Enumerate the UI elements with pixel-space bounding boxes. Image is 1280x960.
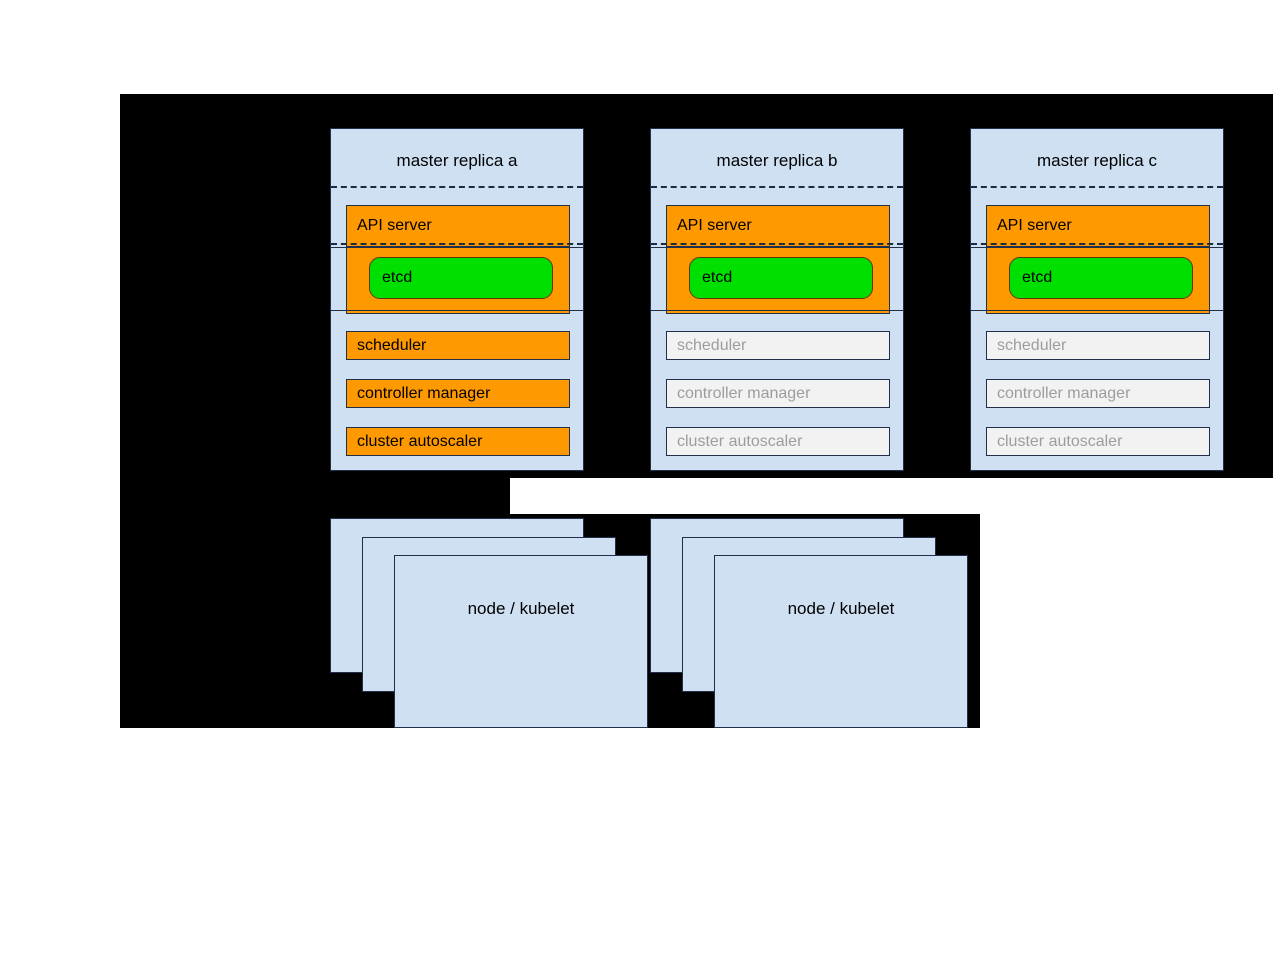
master-replica-a-etcd-host: etcd [346,247,570,314]
master-replica-a-controller-manager[interactable]: controller manager [346,379,570,408]
node-stack-1-layer-front[interactable]: node / kubelet [394,555,648,728]
replica-c-rule-lower [971,310,1223,311]
master-replica-c-title: master replica c [1037,151,1157,170]
node-stack-1-label: node / kubelet [467,599,575,618]
master-replica-b-etcd[interactable]: etcd [689,257,873,299]
master-replica-b-panel[interactable]: master replica b API server etcd schedul… [650,128,904,471]
master-replica-c-api-server[interactable]: API server [986,205,1210,247]
master-replica-a-cluster-autoscaler[interactable]: cluster autoscaler [346,427,570,456]
master-replica-a-api-server[interactable]: API server [346,205,570,247]
master-replica-b-etcd-host: etcd [666,247,890,314]
replica-c-divider-mid [971,243,1223,245]
white-gap-band [510,478,1280,514]
replica-a-rule-lower [331,310,583,311]
master-replica-a-panel[interactable]: master replica a API server etcd schedul… [330,128,584,471]
node-stack-2-label: node / kubelet [787,599,895,618]
master-replica-c-panel[interactable]: master replica c API server etcd schedul… [970,128,1224,471]
replica-b-divider-top [651,186,903,188]
master-replica-b-scheduler[interactable]: scheduler [666,331,890,360]
master-replica-b-cluster-autoscaler[interactable]: cluster autoscaler [666,427,890,456]
replica-b-rule-lower [651,310,903,311]
master-replica-c-controller-manager[interactable]: controller manager [986,379,1210,408]
replica-a-divider-mid [331,243,583,245]
backdrop-mid-left [120,478,510,514]
master-replica-c-etcd[interactable]: etcd [1009,257,1193,299]
replica-a-divider-top [331,186,583,188]
replica-c-divider-top [971,186,1223,188]
master-replica-c-cluster-autoscaler[interactable]: cluster autoscaler [986,427,1210,456]
master-replica-c-scheduler[interactable]: scheduler [986,331,1210,360]
master-replica-b-api-server[interactable]: API server [666,205,890,247]
master-replica-c-etcd-host: etcd [986,247,1210,314]
master-replica-a-scheduler[interactable]: scheduler [346,331,570,360]
replica-b-divider-mid [651,243,903,245]
master-replica-b-title: master replica b [716,151,838,170]
node-stack-2-layer-front[interactable]: node / kubelet [714,555,968,728]
master-replica-a-title: master replica a [396,151,518,170]
master-replica-b-controller-manager[interactable]: controller manager [666,379,890,408]
master-replica-a-etcd[interactable]: etcd [369,257,553,299]
